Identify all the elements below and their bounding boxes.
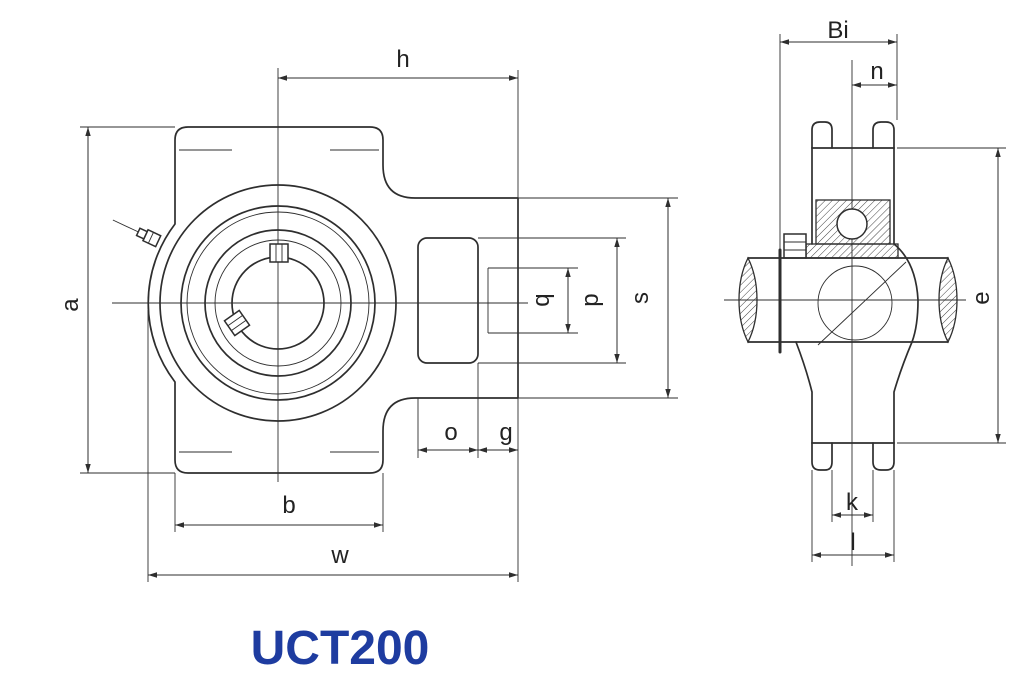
outer-ring-outer-circle [180,205,376,401]
top-left-ear [811,121,833,149]
bottom-right-ear [872,442,895,471]
dimension-label-b: b [282,492,295,519]
grease-nipple [112,219,162,248]
housing-right-lower-edge [893,341,913,444]
dimension-label-s: s [627,292,654,304]
model-title: UCT200 [251,622,430,675]
top-right-ear [872,121,895,149]
dimension-label-k: k [846,489,859,516]
inner-ring-shoulder-circle [214,239,342,367]
dimension-label-bi: Bi [827,17,848,44]
dimension-label-e: e [968,291,995,304]
housing-left-lower-edge [795,341,813,444]
set-screw-lower-slot-left [227,315,243,327]
side-view: Bi n e k l [724,17,1006,566]
set-screw-lower-slot-right [231,319,247,331]
housing-outline [147,126,519,474]
set-screw-lower [223,309,251,337]
set-screw-top [269,243,289,263]
angular-centerline [817,261,907,346]
shaft-right-break [938,256,958,344]
dimension-label-h: h [396,46,409,73]
dimension-label-g: g [499,419,512,446]
shaft-left-break [738,256,758,344]
dimension-label-l: l [850,529,855,556]
side-set-screw [783,233,807,259]
housing-right-bulge [893,243,919,343]
inner-ring-outer-circle [204,229,352,377]
dimension-label-a: a [57,298,84,312]
set-screw-lower-body [223,309,251,337]
take-up-slot [417,237,479,364]
bearing-ball [836,208,868,240]
outer-ring-inner-circle [186,211,370,395]
set-screw-top-body [269,243,289,263]
dimension-label-q: q [528,293,555,306]
dimension-label-n: n [870,58,883,85]
housing-seat-circle [159,184,397,422]
dimension-label-w: w [330,542,349,569]
side-set-screw-body [783,233,807,259]
bearing-sphere-circle [817,265,893,341]
grease-nipple-axis [112,219,139,233]
dimension-label-o: o [444,419,457,446]
grease-nipple-hex-line [147,232,154,244]
front-view: h a b w q p s o g [57,46,678,582]
bearing-inner-ring-section [805,243,899,259]
dimension-label-p: p [577,293,604,306]
bottom-left-ear [811,442,833,471]
